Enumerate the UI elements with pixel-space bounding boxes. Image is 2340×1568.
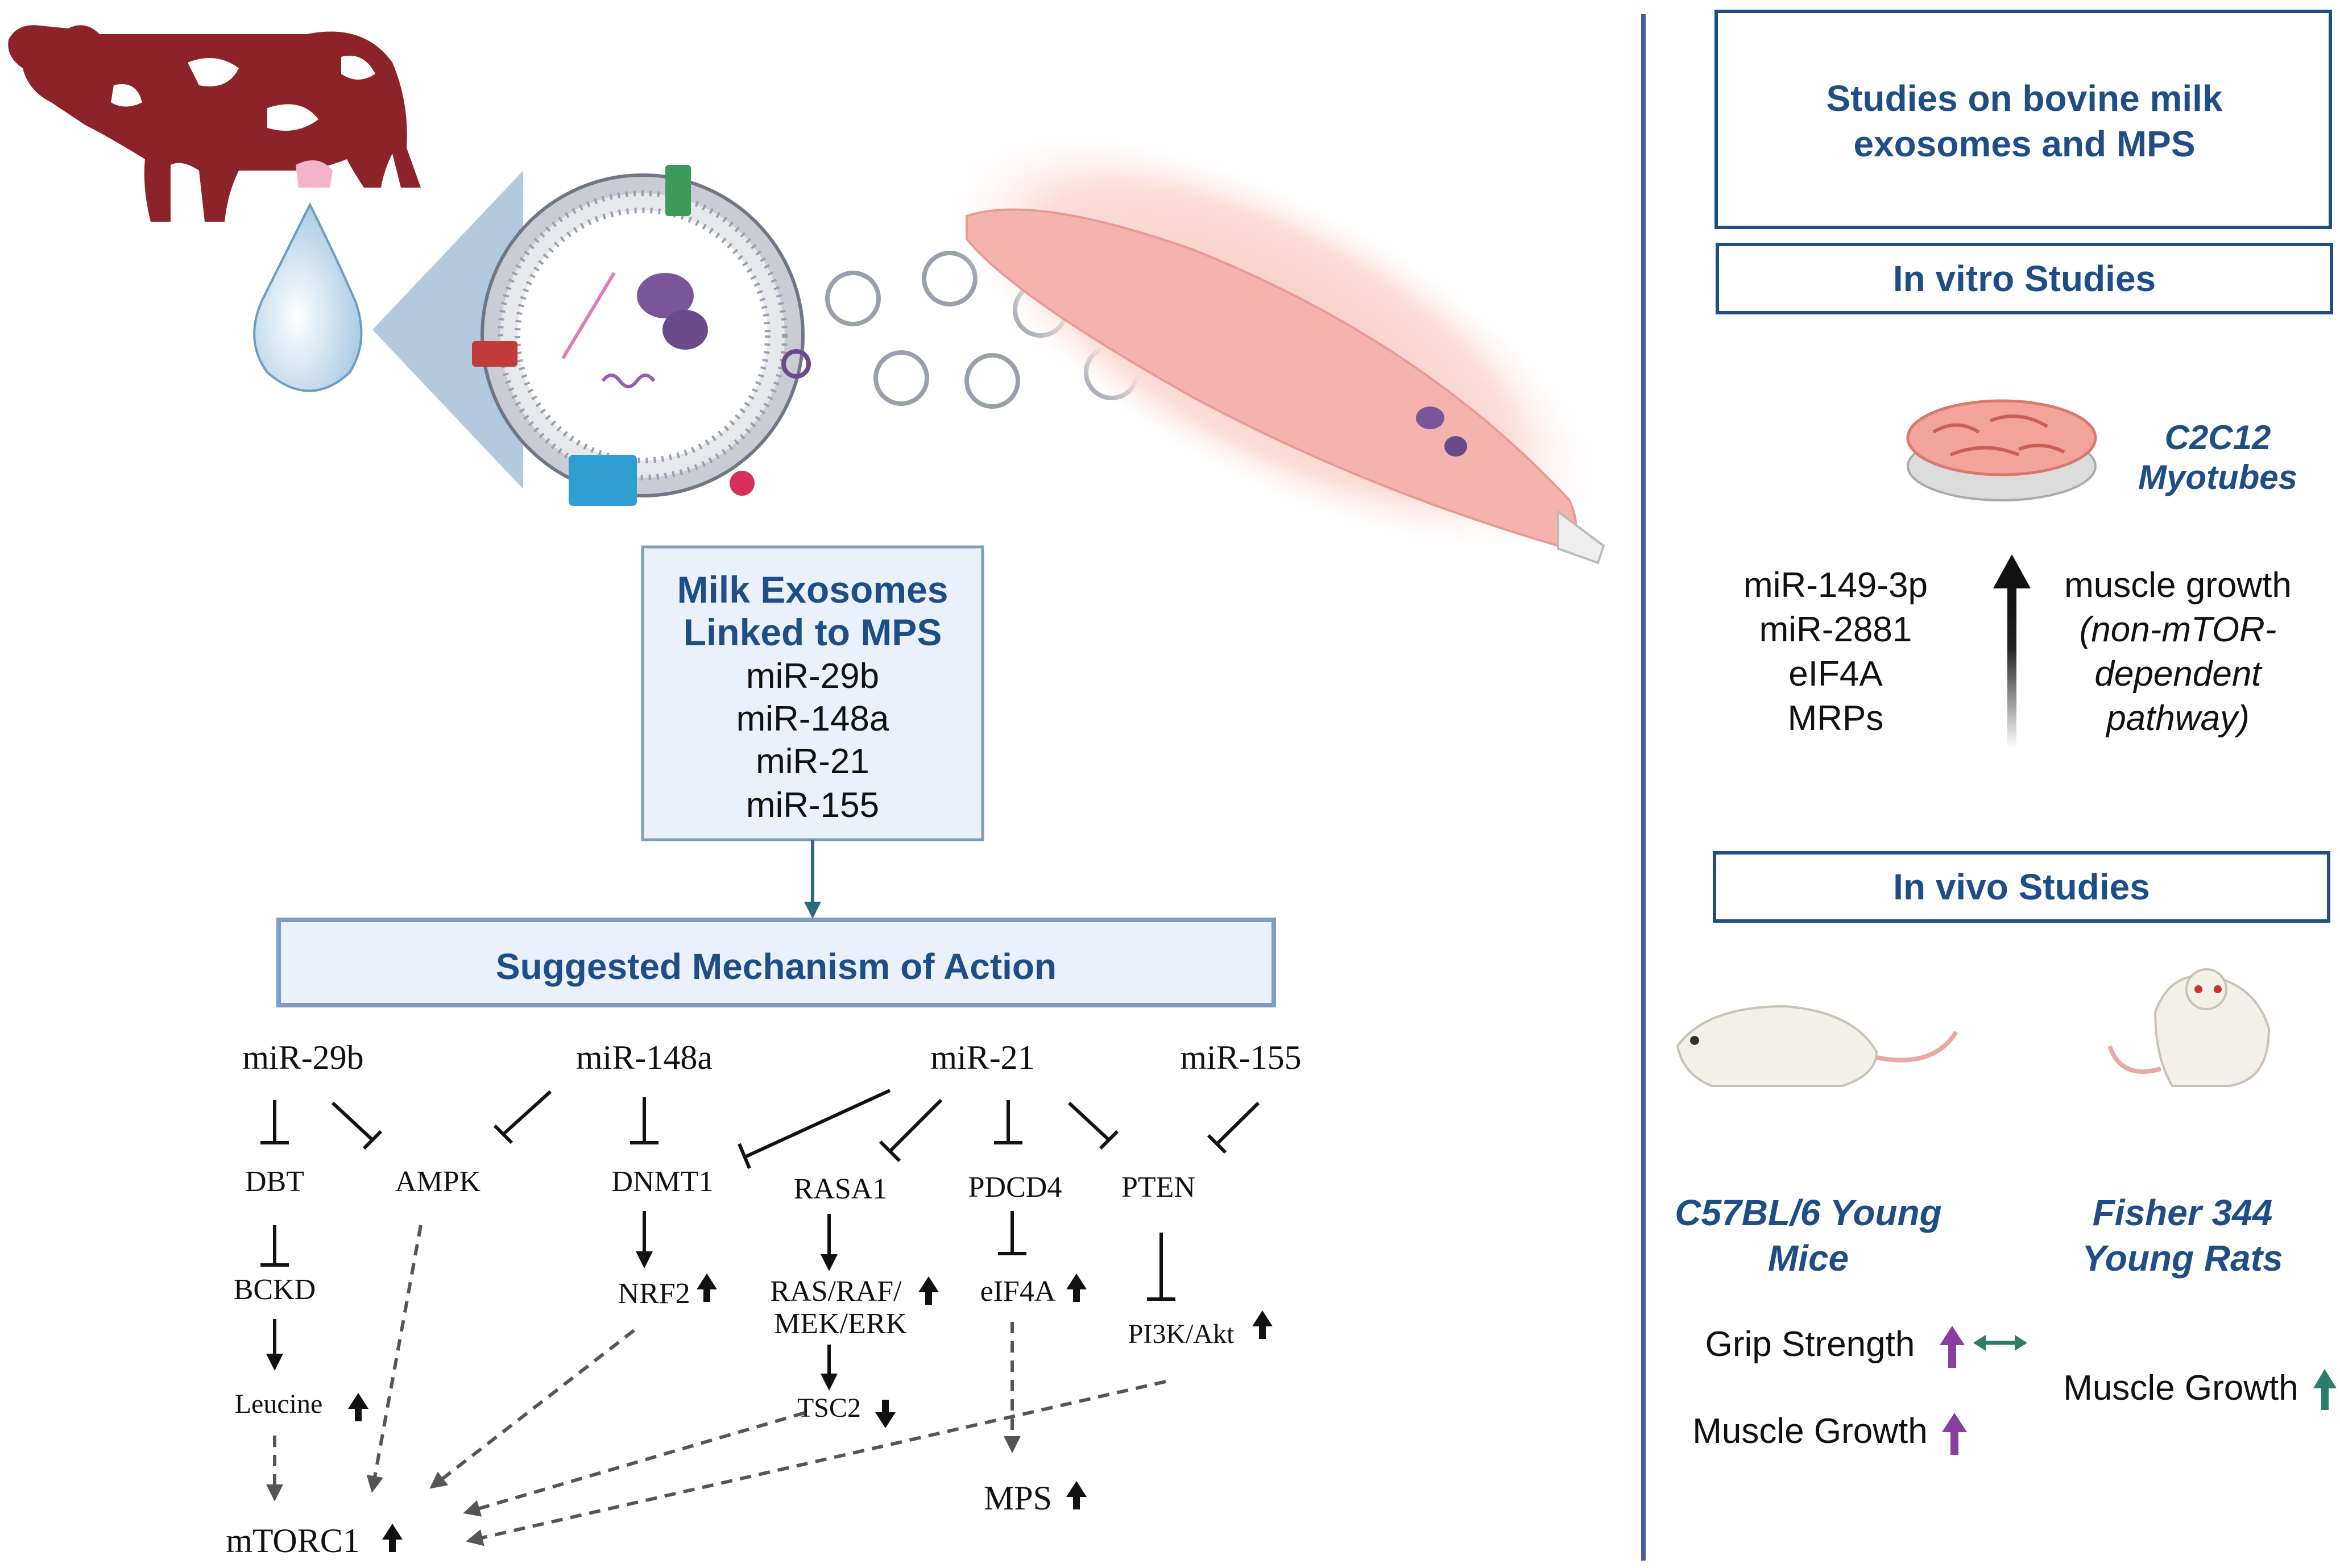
petri-dish-illustration (1906, 399, 2097, 501)
node-ras-line1: RAS/RAF/ (770, 1275, 902, 1308)
up-arrow-icon (348, 1393, 368, 1421)
rats-label-line2: Young Rats (2082, 1238, 2283, 1279)
cow-udder (296, 160, 333, 188)
in-vitro-box (1716, 243, 2333, 314)
dashed-edges (266, 1225, 1166, 1546)
in-vitro-title: In vitro Studies (1893, 258, 2156, 299)
studies-header-box (1714, 10, 2332, 229)
pathway-mir-155: miR-155 (1180, 1039, 1301, 1076)
cow-spot (341, 56, 375, 80)
outcome-note-line1: (non-mTOR- (2080, 610, 2277, 649)
mechanism-title: Suggested Mechanism of Action (496, 946, 1057, 987)
rat-illustration (2107, 968, 2271, 1087)
exosome-mirna-2: miR-148a (736, 699, 889, 739)
green-up-arrow-icon (2313, 1369, 2337, 1410)
activation-edges (266, 1211, 838, 1391)
exosome-box-title-line1: Milk Exosomes (677, 569, 949, 611)
up-arrow-icon (1252, 1310, 1273, 1339)
exosome-mirna-1: miR-29b (746, 657, 879, 696)
outcome-note-line2: dependent (2094, 654, 2263, 694)
up-arrow-icon (697, 1274, 717, 1302)
status-up-arrows (348, 1274, 1273, 1552)
up-arrow-icon (382, 1524, 403, 1552)
studies-header-line2: exosomes and MPS (1853, 123, 2195, 164)
mouse-illustration (1676, 1005, 1958, 1087)
node-mtorc1: mTORC1 (226, 1522, 360, 1559)
target-pdcd4: PDCD4 (968, 1171, 1062, 1204)
cell-line-2: Myotubes (2138, 458, 2297, 496)
cell-line-1: C2C12 (2165, 418, 2271, 457)
node-leucine: Leucine (235, 1389, 323, 1419)
target-ampk: AMPK (395, 1165, 481, 1198)
target-rasa1: RASA1 (794, 1173, 888, 1205)
node-nrf2: NRF2 (618, 1277, 690, 1310)
muscle-illustration (940, 124, 1608, 565)
node-tsc2: TSC2 (797, 1393, 861, 1423)
in-vitro-factor-3: eIF4A (1788, 654, 1883, 694)
rats-label-line1: Fisher 344 (2093, 1192, 2273, 1233)
zoom-cone (372, 171, 523, 489)
purple-up-arrow-icon (1940, 1326, 1965, 1368)
up-arrow-icon (918, 1276, 939, 1305)
inhibition-edges (260, 1089, 1260, 1301)
node-eif4a: eIF4A (980, 1275, 1056, 1308)
rats-muscle-growth: Muscle Growth (2063, 1368, 2298, 1408)
pathway-mir-29b: miR-29b (242, 1039, 363, 1076)
cow-spot (188, 58, 239, 86)
down-arrow-icon (875, 1400, 896, 1428)
big-up-arrow-icon (1993, 554, 2031, 748)
cow-spot (111, 84, 142, 107)
node-mps: MPS (984, 1479, 1052, 1517)
pathway-mir-148a: miR-148a (576, 1039, 713, 1076)
cow-spot (267, 104, 318, 131)
node-ras-line2: MEK/ERK (774, 1308, 907, 1340)
exosome-box-title-line2: Linked to MPS (684, 611, 942, 653)
exosome-mirna-box (641, 545, 984, 841)
in-vivo-box (1713, 851, 2330, 923)
mechanism-box (276, 918, 1276, 1007)
milk-drop-icon (253, 202, 363, 392)
in-vitro-factor-1: miR-149-3p (1743, 566, 1928, 605)
purple-up-arrow-icon (1942, 1413, 1967, 1455)
target-pten: PTEN (1121, 1171, 1195, 1204)
mice-label-line1: C57BL/6 Young (1675, 1192, 1941, 1233)
exosome-illustration (472, 165, 811, 506)
target-dbt: DBT (245, 1165, 304, 1198)
exosome-mirna-4: miR-155 (746, 786, 879, 825)
up-arrow-icon (1066, 1274, 1087, 1302)
cow-body (8, 25, 421, 222)
cow-illustration (8, 25, 421, 222)
pathway-mir-21: miR-21 (930, 1039, 1034, 1076)
node-bckd: BCKD (234, 1274, 316, 1306)
mice-muscle-growth: Muscle Growth (1692, 1412, 1927, 1451)
mice-label-line2: Mice (1768, 1238, 1849, 1279)
mice-grip-strength: Grip Strength (1705, 1325, 1915, 1364)
outcome-note-line3: pathway) (2105, 699, 2250, 738)
green-bidirectional-arrow-icon (1973, 1335, 2027, 1351)
node-pi3k-akt: PI3K/Akt (1128, 1319, 1235, 1349)
in-vitro-factor-4: MRPs (1788, 699, 1884, 738)
in-vitro-outcome: muscle growth (2064, 566, 2292, 605)
in-vitro-factor-2: miR-2881 (1759, 610, 1912, 649)
target-dnmt1: DNMT1 (611, 1165, 713, 1198)
studies-header-line1: Studies on bovine milk (1827, 78, 2223, 119)
exosome-mirna-3: miR-21 (756, 742, 869, 781)
up-arrow-icon (1066, 1481, 1087, 1509)
in-vivo-title: In vivo Studies (1893, 866, 2150, 907)
